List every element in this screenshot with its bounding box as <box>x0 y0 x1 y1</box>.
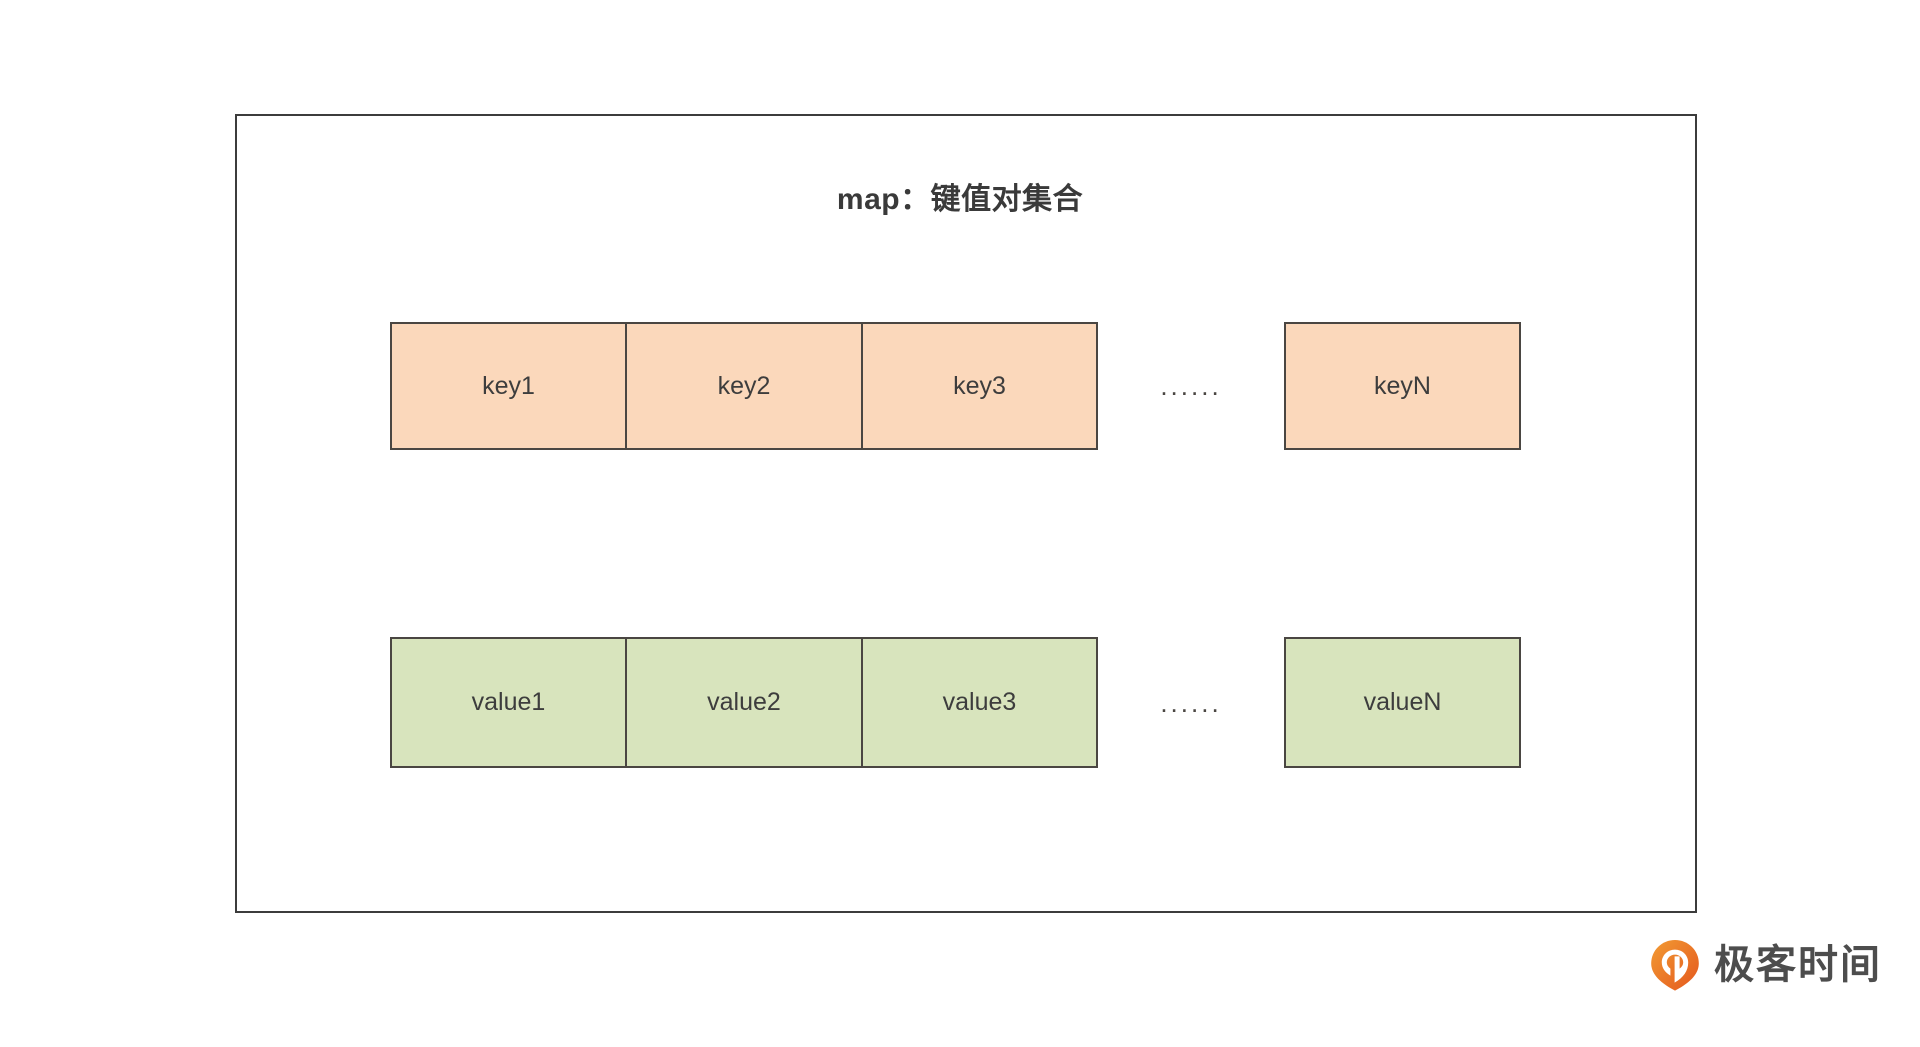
key-cell-1: key1 <box>390 322 626 450</box>
value-row: value1 value2 value3 ...... valueN <box>390 637 1521 768</box>
key-row-ellipsis: ...... <box>1160 371 1222 401</box>
value-row-ellipsis: ...... <box>1160 687 1222 718</box>
brand-logo: 极客时间 <box>1648 938 1882 992</box>
key-cell-n: keyN <box>1284 322 1521 450</box>
value-cell-n: valueN <box>1284 637 1521 768</box>
key-row: key1 key2 key3 ...... keyN <box>390 322 1521 450</box>
key-cell-3: key3 <box>862 322 1098 450</box>
diagram-frame <box>235 114 1697 913</box>
value-cell-3: value3 <box>862 637 1098 768</box>
geektime-logo-icon <box>1648 938 1702 992</box>
brand-wordmark: 极客时间 <box>1714 943 1882 987</box>
diagram-title: map：键值对集合 <box>836 183 1084 216</box>
value-cell-1: value1 <box>390 637 626 768</box>
value-cell-2: value2 <box>626 637 862 768</box>
value-cell-group: value1 value2 value3 <box>390 637 1098 768</box>
key-cell-group: key1 key2 key3 <box>390 322 1098 450</box>
key-cell-2: key2 <box>626 322 862 450</box>
